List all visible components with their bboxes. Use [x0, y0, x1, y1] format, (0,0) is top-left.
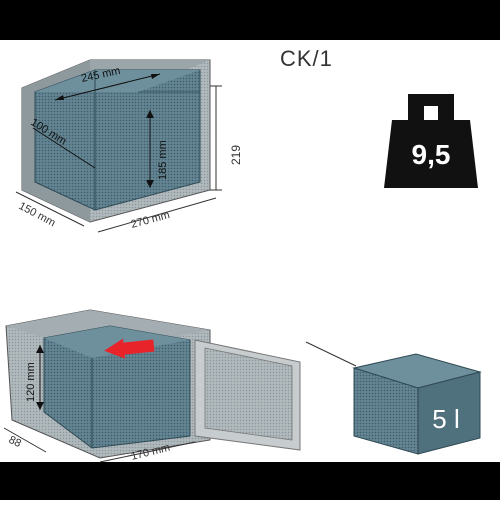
drawer-box — [5, 309, 211, 459]
weight-value: 9,5 — [412, 139, 451, 170]
inner-height-label: 185 mm — [157, 140, 169, 180]
volume-value: 5 l — [432, 404, 459, 434]
insert-arrow-icon — [104, 338, 155, 359]
outer-height-label: 219 — [229, 145, 243, 165]
outer-height-dimension: 219 — [210, 85, 243, 191]
drawer-height-dimension: 120 mm — [25, 345, 44, 410]
outer-width-label: 270 mm — [130, 209, 172, 231]
outer-depth-label: 150 mm — [17, 200, 58, 229]
model-title: CK/1 — [280, 46, 333, 71]
volume-cube: 5 l — [305, 341, 482, 455]
label-tab — [50, 46, 98, 66]
drawer-depth-label: 88 — [7, 434, 23, 450]
bottom-band — [0, 462, 500, 500]
drawer-depth-dimension: 88 — [3, 427, 47, 453]
weight-icon: 9,5 — [384, 94, 478, 188]
outer-box — [21, 59, 211, 223]
inner-height-dimension: 185 mm — [146, 110, 169, 188]
top-band — [0, 0, 500, 40]
drawer-height-label: 120 mm — [25, 362, 37, 402]
safe-door — [194, 339, 301, 451]
